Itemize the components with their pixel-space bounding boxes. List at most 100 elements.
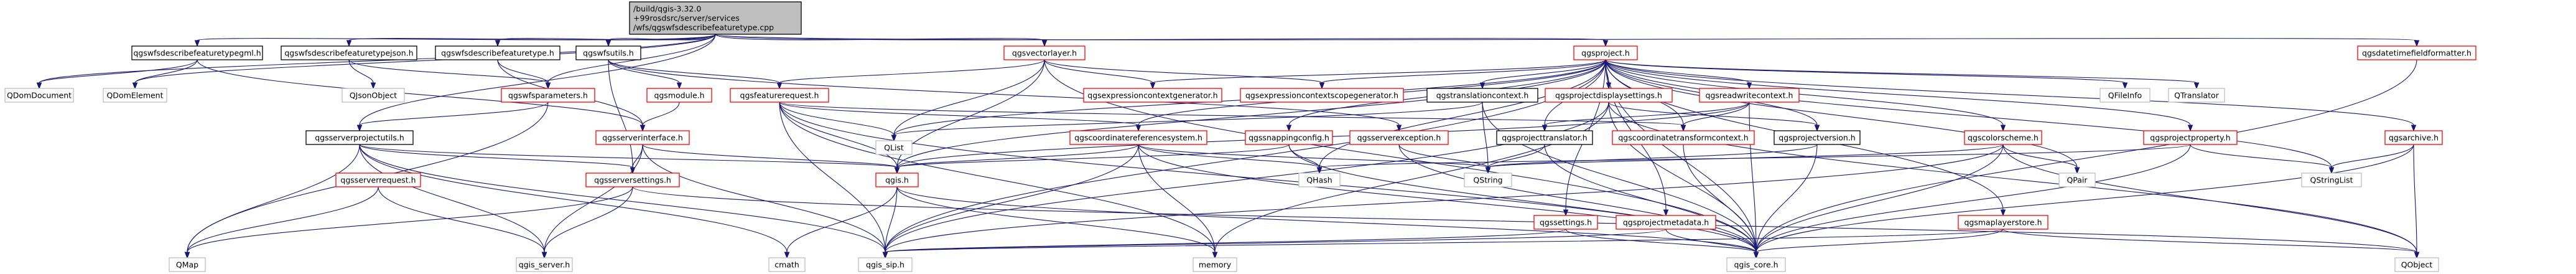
- edge-srvprojutils-to-qgissip: [359, 144, 888, 259]
- node-cttransctx[interactable]: qgscoordinatetransformcontext.h: [1612, 130, 1755, 145]
- node-label: qgsvectorlayer.h: [1012, 49, 1077, 58]
- edge-root-to-gml: [194, 34, 716, 47]
- node-qtranslator: QTranslator: [2168, 88, 2225, 103]
- node-root[interactable]: /build/qgis-3.32.0+99rosdsrc/server/serv…: [629, 1, 802, 35]
- edge-srvprojutils-to-qgisserver: [359, 144, 547, 259]
- node-exprgen[interactable]: qgsexpressioncontextgenerator.h: [1083, 88, 1222, 103]
- node-exprscope[interactable]: qgsexpressioncontextscopegenerator.h: [1240, 88, 1404, 103]
- node-box: [730, 88, 829, 103]
- node-label: QObject: [2401, 260, 2433, 270]
- node-srvinterface[interactable]: qgsserverinterface.h: [595, 130, 690, 145]
- node-box: [875, 172, 919, 187]
- edge-srvprojutils-to-qgish: [359, 144, 900, 174]
- edge-displaysettings-to-projversion: [1608, 102, 1820, 132]
- node-qgiscore: qgis_core.h: [1726, 257, 1786, 272]
- node-domel: QDomElement: [103, 88, 167, 103]
- node-featreq[interactable]: qgsfeaturerequest.h: [730, 88, 829, 103]
- node-label: qgsexpressioncontextscopegenerator.h: [1245, 91, 1398, 100]
- edge-vlayer-to-featreq: [776, 59, 1045, 90]
- node-box: [169, 257, 206, 272]
- node-box: [1496, 130, 1593, 145]
- edge-gml-to-domel: [132, 59, 198, 90]
- node-label: QFileInfo: [2108, 91, 2142, 100]
- node-label: qgssettings.h: [1540, 218, 1592, 227]
- node-colorscheme[interactable]: qgscolorscheme.h: [1964, 130, 2042, 145]
- node-readwrite[interactable]: qgsreadwritecontext.h: [1699, 88, 1800, 103]
- node-box: [1545, 88, 1673, 103]
- edge-srvprojutils-to-qmap: [184, 144, 360, 259]
- node-module[interactable]: qgsmodule.h: [646, 88, 712, 103]
- node-dtfmt[interactable]: qgsdatetimefieldformatter.h: [2357, 45, 2476, 60]
- node-box: [2301, 172, 2362, 187]
- node-label: qgsproject.h: [1581, 49, 1630, 58]
- edge-qgssettings-to-qgiscore: [1565, 229, 1759, 259]
- node-qgisserver: qgis_server.h: [516, 257, 573, 272]
- edge-root-to-project: [715, 34, 1609, 47]
- node-projtranslator[interactable]: qgsprojecttranslator.h: [1496, 130, 1593, 145]
- node-box: [2168, 88, 2225, 103]
- edge-project-to-qhash: [1316, 59, 1606, 174]
- node-box: [305, 130, 414, 145]
- node-label: cmath: [774, 260, 799, 270]
- node-crs[interactable]: qgscoordinatereferencesystem.h: [1069, 130, 1207, 145]
- node-srvrequest[interactable]: qgsserverrequest.h: [335, 172, 421, 187]
- node-srvprojutils[interactable]: qgsserverprojectutils.h: [305, 130, 414, 145]
- edge-vlayer-to-qlist: [891, 59, 1045, 142]
- node-vlayer[interactable]: qgsvectorlayer.h: [1003, 45, 1086, 60]
- edge-maplayerstore-to-qgissip: [882, 229, 2004, 259]
- node-box: [875, 140, 913, 155]
- node-archive[interactable]: qgsarchive.h: [2384, 130, 2443, 145]
- node-projmetadata[interactable]: qgsprojectmetadata.h: [1616, 215, 1716, 230]
- node-label: QStringList: [2310, 176, 2353, 185]
- edge-desc-to-wfsparams: [497, 59, 551, 90]
- node-box: [646, 88, 712, 103]
- edge-project-to-exprgen: [1150, 59, 1606, 90]
- node-gml[interactable]: qgswfsdescribefeaturetypegml.h: [131, 45, 263, 60]
- node-label: qgsdatetimefieldformatter.h: [2362, 49, 2471, 58]
- node-label: QDomElement: [106, 91, 163, 100]
- node-maplayerstore[interactable]: qgsmaplayerstore.h: [1958, 215, 2048, 230]
- edge-project-to-qtranslator: [1605, 59, 2200, 90]
- node-wfsexception[interactable]: qgsserverexception.h: [1349, 130, 1449, 145]
- node-box: [131, 45, 263, 60]
- edge-srvprojutils-to-cmath: [359, 144, 790, 259]
- node-label: /wfs/qgswfsdescribefeaturetype.cpp: [633, 23, 774, 32]
- edge-projproperty-to-qhash: [1316, 144, 2191, 174]
- node-displaysettings[interactable]: qgsprojectdisplaysettings.h: [1545, 88, 1673, 103]
- edge-maplayerstore-to-qobject: [2002, 229, 2420, 259]
- edge-crs-to-memory: [1138, 144, 1218, 259]
- node-json[interactable]: qgswfsdescribefeaturetypejson.h: [281, 45, 417, 60]
- node-qgish[interactable]: qgis.h: [875, 172, 919, 187]
- edge-project-to-archive: [1605, 59, 2417, 132]
- node-desc[interactable]: qgswfsdescribefeaturetype.h: [435, 45, 560, 60]
- node-label: qgscolorscheme.h: [1968, 133, 2039, 143]
- node-box: [1298, 172, 1341, 187]
- node-label: QMap: [176, 260, 198, 270]
- edge-srvsettings-to-qobject: [632, 186, 2420, 259]
- node-qgssettings[interactable]: qgssettings.h: [1533, 215, 1598, 230]
- node-label: qgsprojectversion.h: [1779, 133, 1855, 143]
- edge-projversion-to-qgiscore: [1753, 144, 1818, 259]
- edge-project-to-exprscope: [1319, 59, 1606, 90]
- node-projversion[interactable]: qgsprojectversion.h: [1774, 130, 1861, 145]
- node-box: [1464, 172, 1512, 187]
- node-utils[interactable]: qgswfsutils.h: [575, 45, 641, 60]
- node-transctx[interactable]: qgstranslationcontext.h: [1426, 88, 1538, 103]
- node-qstringlist: QStringList: [2301, 172, 2362, 187]
- node-layer: /build/qgis-3.32.0+99rosdsrc/server/serv…: [4, 1, 2476, 272]
- edge-project-to-colorscheme: [1605, 59, 2006, 132]
- node-projproperty[interactable]: qgsprojectproperty.h: [2143, 130, 2238, 145]
- edge-gml-to-domdoc: [36, 59, 198, 90]
- node-label: qgsmaplayerstore.h: [1964, 218, 2042, 227]
- node-snapping[interactable]: qgssnappingconfig.h: [1245, 130, 1333, 145]
- node-wfsparams[interactable]: qgswfsparameters.h: [501, 88, 595, 103]
- node-project[interactable]: qgsproject.h: [1573, 45, 1638, 60]
- edge-root-to-dtfmt: [715, 34, 2420, 47]
- node-box: [629, 1, 802, 35]
- node-label: qgis_server.h: [519, 260, 570, 270]
- node-label: qgswfsdescribefeaturetypejson.h: [284, 49, 413, 58]
- node-srvsettings[interactable]: qgsserversettings.h: [585, 172, 680, 187]
- node-cmath: cmath: [768, 257, 806, 272]
- node-box: [595, 130, 690, 145]
